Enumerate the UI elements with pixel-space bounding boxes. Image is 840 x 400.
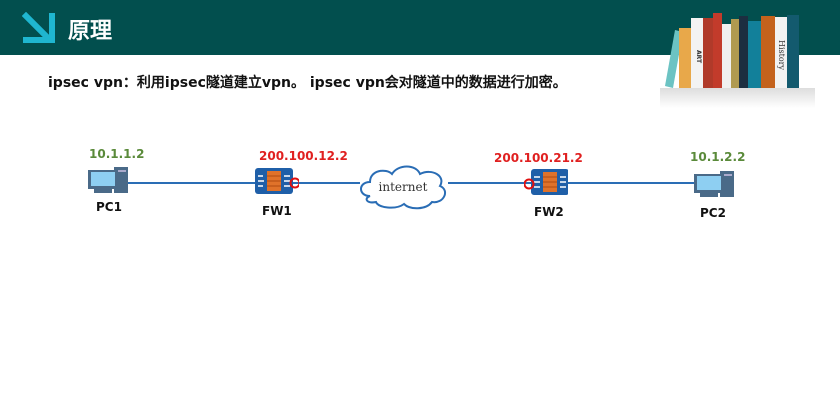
cloud-label: internet (379, 180, 428, 194)
fw1-label: FW1 (262, 204, 292, 218)
fw2-label: FW2 (534, 205, 564, 219)
arrow-down-right-icon (22, 12, 55, 43)
book-spine-history: History (777, 40, 786, 70)
pc2-label: PC2 (700, 206, 726, 220)
pc2-computer-icon[interactable] (692, 170, 736, 200)
fw1-firewall-icon[interactable] (255, 168, 299, 198)
fw1-ip: 200.100.12.2 (259, 149, 348, 163)
description-text: ipsec vpn：利用ipsec隧道建立vpn。 ipsec vpn会对隧道中… (48, 75, 567, 91)
internet-cloud-icon[interactable]: internet (356, 162, 452, 212)
fw2-ip: 200.100.21.2 (494, 151, 583, 165)
fw2-firewall-icon[interactable] (524, 169, 568, 199)
books-illustration: ART History (660, 13, 815, 108)
book-spine-art: ART (695, 50, 702, 64)
pc2-ip: 10.1.2.2 (690, 150, 746, 164)
slide-title: 原理 (68, 19, 113, 44)
pc1-ip: 10.1.1.2 (89, 147, 145, 161)
pc1-label: PC1 (96, 200, 122, 214)
pc1-computer-icon[interactable] (86, 166, 130, 196)
